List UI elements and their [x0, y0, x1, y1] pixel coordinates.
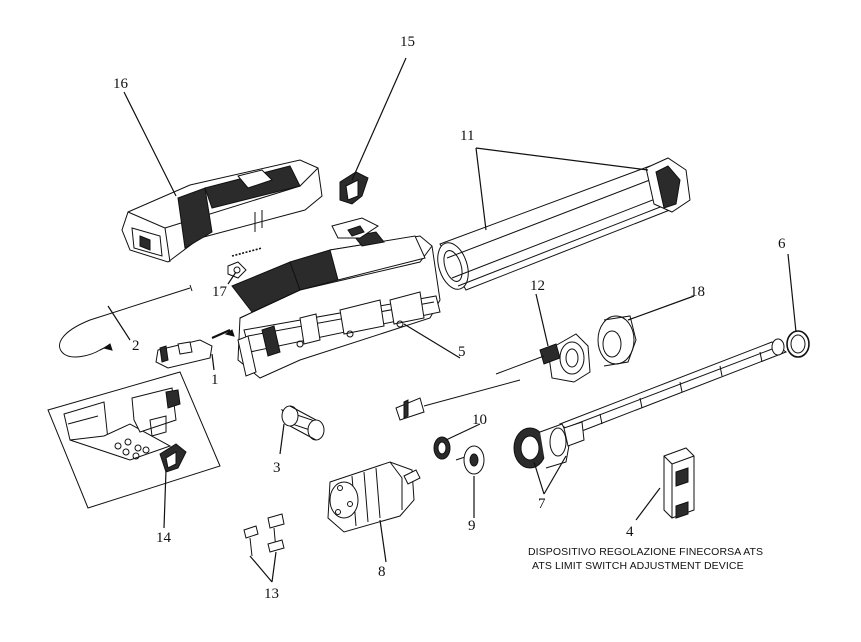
callout-4: 4	[626, 524, 634, 540]
part-10-pinion	[433, 436, 451, 460]
callout-10: 10	[472, 412, 487, 428]
part-14-bracket-kit	[47, 371, 221, 509]
callout-numbers: 16 15 11 12 18 6 5 2 1 17 14 3 8 9 10 7 …	[113, 34, 786, 602]
part-18-flange	[597, 315, 637, 367]
part-11-outer-tube	[437, 157, 691, 291]
callout-8: 8	[378, 564, 386, 580]
part-17-spring-clip	[227, 247, 263, 279]
part-2-cable	[59, 284, 193, 358]
part-5-main-housing	[231, 217, 441, 379]
caption-english: ATS LIMIT SWITCH ADJUSTMENT DEVICE	[532, 560, 744, 572]
part-16-top-cover	[121, 159, 323, 263]
callout-13: 13	[264, 586, 279, 602]
callout-6: 6	[778, 236, 786, 252]
caption-italian: DISPOSITIVO REGOLAZIONE FINECORSA ATS	[528, 546, 764, 558]
part-7-screw-shaft	[558, 338, 788, 435]
part-13-screws	[243, 513, 285, 557]
callout-3: 3	[273, 460, 281, 476]
part-12-end-cap	[495, 333, 591, 383]
part-3-cylinder	[280, 405, 325, 441]
callout-18: 18	[690, 284, 705, 300]
part-9-gear	[455, 445, 485, 475]
part-7-gears	[513, 421, 585, 469]
callout-2: 2	[132, 338, 140, 354]
callout-1: 1	[211, 372, 219, 388]
callout-16: 16	[113, 76, 129, 92]
part-1-bracket	[155, 328, 235, 369]
callout-17: 17	[212, 284, 228, 300]
part-15-cover-tab	[339, 171, 369, 205]
callout-7: 7	[538, 496, 546, 512]
callout-5: 5	[458, 344, 466, 360]
callout-9: 9	[468, 518, 476, 534]
callout-11: 11	[460, 128, 474, 144]
part-wire-harness	[395, 379, 521, 421]
part-8-motor	[327, 461, 421, 533]
callout-15: 15	[400, 34, 415, 50]
part-4-ats-device	[663, 447, 695, 519]
leader-lines	[107, 57, 797, 583]
callout-14: 14	[156, 530, 172, 546]
callout-12: 12	[530, 278, 545, 294]
part-6-ring	[786, 330, 810, 358]
